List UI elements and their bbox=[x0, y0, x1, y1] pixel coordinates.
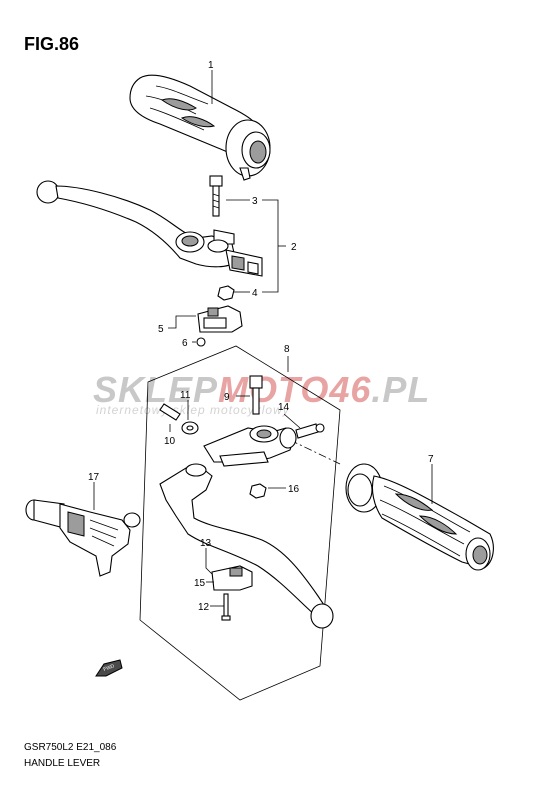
model-code: GSR750L2 E21_086 bbox=[24, 742, 117, 753]
callout-6: 6 bbox=[182, 338, 188, 349]
callout-10: 10 bbox=[164, 436, 176, 447]
callout-11: 11 bbox=[180, 390, 191, 401]
callout-15: 15 bbox=[194, 578, 206, 589]
lever-bracket bbox=[203, 425, 297, 467]
fwd-label: FWD bbox=[103, 663, 116, 673]
switch-part-15 bbox=[211, 565, 253, 591]
center-line bbox=[289, 439, 341, 465]
leader-lines bbox=[93, 70, 433, 607]
watermark-part1: SKLEP bbox=[93, 369, 218, 410]
callout-1: 1 bbox=[208, 60, 214, 71]
callout-2: 2 bbox=[291, 242, 297, 253]
figure-name: HANDLE LEVER bbox=[24, 758, 101, 769]
callout-3: 3 bbox=[252, 196, 258, 207]
watermark-text: SKLEPMOTO46.PL bbox=[93, 369, 430, 410]
watermark: SKLEPMOTO46.PL internetowy sklep motocyk… bbox=[93, 369, 430, 417]
grip-upper bbox=[129, 74, 271, 181]
watermark-part3: .PL bbox=[371, 369, 430, 410]
nut-part-4 bbox=[217, 285, 235, 301]
lever-lower bbox=[159, 463, 334, 629]
callout-5: 5 bbox=[158, 324, 164, 335]
callout-16: 16 bbox=[288, 484, 300, 495]
bolt-part-9 bbox=[249, 375, 263, 415]
grip-lower bbox=[345, 463, 494, 571]
watermark-part2: MOTO46 bbox=[218, 369, 371, 410]
throttle-part-17 bbox=[25, 499, 141, 577]
callout-14: 14 bbox=[278, 402, 290, 413]
screw-part-6 bbox=[196, 337, 206, 347]
callout-9: 9 bbox=[224, 392, 230, 403]
screw-part-12 bbox=[221, 593, 231, 621]
assembly-outline-8 bbox=[139, 345, 341, 701]
switch-part-5 bbox=[197, 305, 243, 333]
callout-12: 12 bbox=[198, 602, 210, 613]
bolt-part-3 bbox=[209, 175, 223, 217]
callout-4: 4 bbox=[252, 288, 258, 299]
screw-part-10 bbox=[159, 403, 181, 421]
washer-part-11 bbox=[181, 421, 199, 435]
callout-17: 17 bbox=[88, 472, 100, 483]
screw-part-14 bbox=[295, 423, 325, 439]
nut-part-16 bbox=[249, 483, 267, 499]
forward-arrow-icon: FWD bbox=[95, 659, 123, 677]
watermark-tagline: internetowy sklep motocyklowy bbox=[96, 403, 290, 417]
callout-labels: 1 2 3 4 5 6 7 8 9 10 11 12 13 14 15 16 1… bbox=[88, 60, 434, 613]
callout-8: 8 bbox=[284, 344, 290, 355]
figure-title: FIG.86 bbox=[24, 34, 80, 54]
callout-7: 7 bbox=[428, 454, 434, 465]
lever-upper-assembly bbox=[36, 180, 263, 277]
callout-13: 13 bbox=[200, 538, 212, 549]
